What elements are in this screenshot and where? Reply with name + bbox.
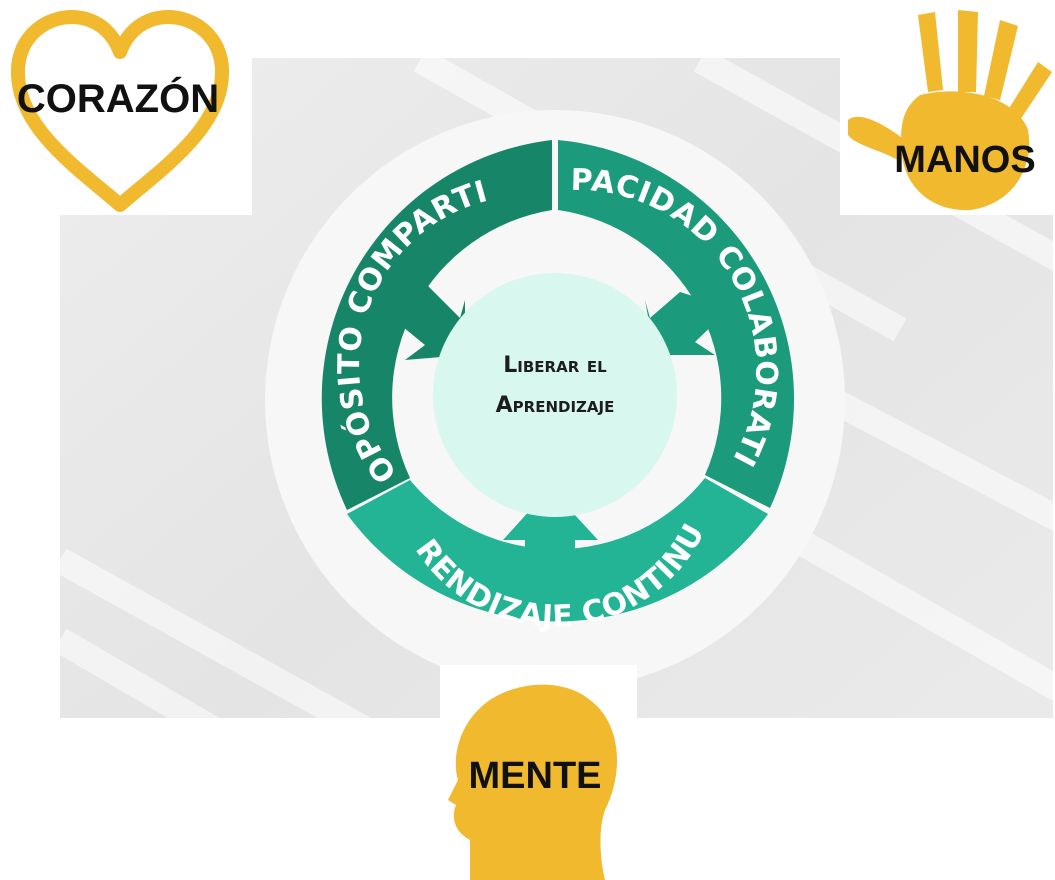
hand-icon — [848, 10, 1052, 211]
segment-proposito-compartido — [321, 140, 552, 510]
arrow-bottom-icon — [503, 488, 598, 588]
arrow-right-icon — [645, 292, 720, 355]
center-circle — [433, 273, 677, 517]
heart-icon — [10, 10, 230, 212]
center-title-line2: Aprendizaje — [496, 393, 615, 418]
center-title-line1: Liberar el — [503, 353, 607, 378]
head-icon — [448, 684, 617, 880]
hand-label: MANOS — [894, 139, 1035, 181]
head-label: MENTE — [469, 755, 602, 797]
segment-capacidad-colaborativa — [558, 140, 795, 508]
heart-label: CORAZÓN — [17, 75, 219, 121]
